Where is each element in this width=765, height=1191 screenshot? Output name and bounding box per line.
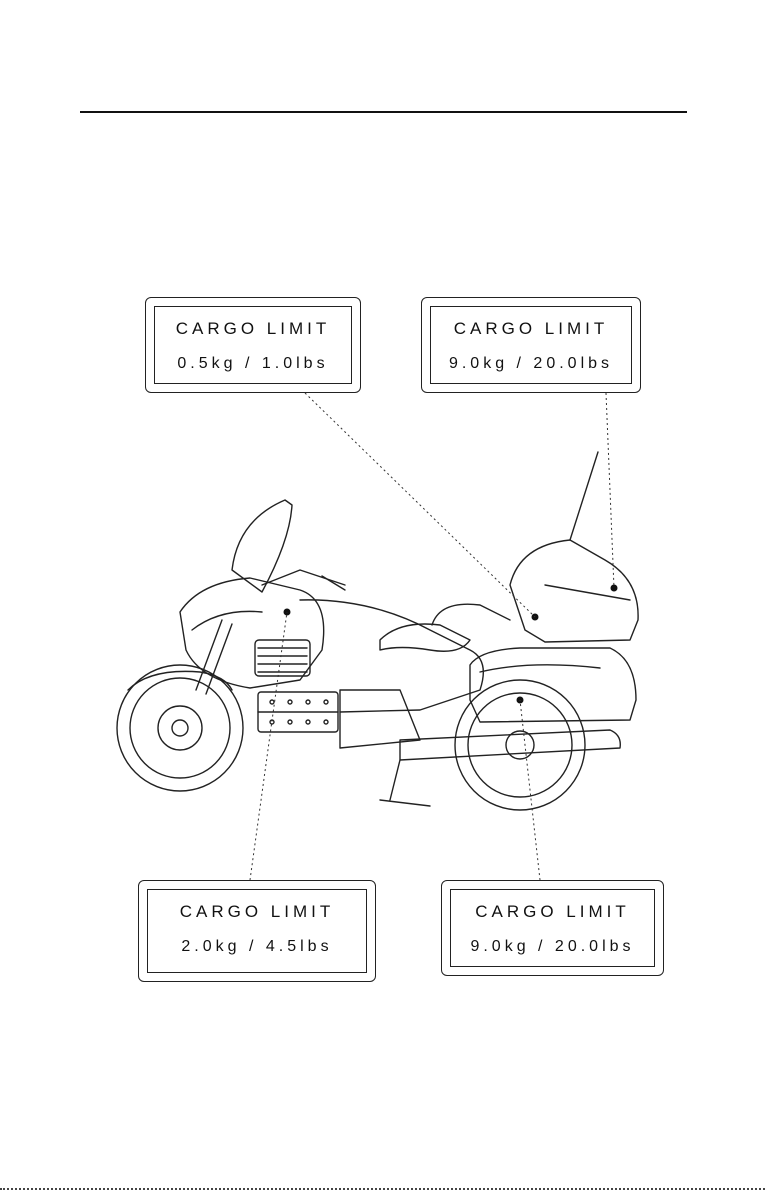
label-title: CARGO LIMIT — [431, 319, 631, 339]
label-title: CARGO LIMIT — [148, 902, 366, 922]
bottom-border — [0, 1188, 765, 1190]
label-value: 2.0kg / 4.5lbs — [148, 938, 366, 956]
label-title: CARGO LIMIT — [451, 902, 654, 922]
cargo-limit-label-4: CARGO LIMIT 9.0kg / 20.0lbs — [441, 880, 664, 976]
label-value: 9.0kg / 20.0lbs — [431, 355, 631, 373]
windscreen — [232, 500, 292, 592]
cargo-limit-label-2: CARGO LIMIT 9.0kg / 20.0lbs — [421, 297, 641, 393]
label-value: 9.0kg / 20.0lbs — [451, 938, 654, 956]
cargo-limit-label-3: CARGO LIMIT 2.0kg / 4.5lbs — [138, 880, 376, 982]
leader-line-2 — [606, 393, 614, 588]
top-trunk — [510, 540, 638, 642]
cargo-limit-label-1: CARGO LIMIT 0.5kg / 1.0lbs — [145, 297, 361, 393]
leader-line-4 — [520, 700, 540, 880]
label-title: CARGO LIMIT — [155, 319, 351, 339]
label-value: 0.5kg / 1.0lbs — [155, 355, 351, 373]
